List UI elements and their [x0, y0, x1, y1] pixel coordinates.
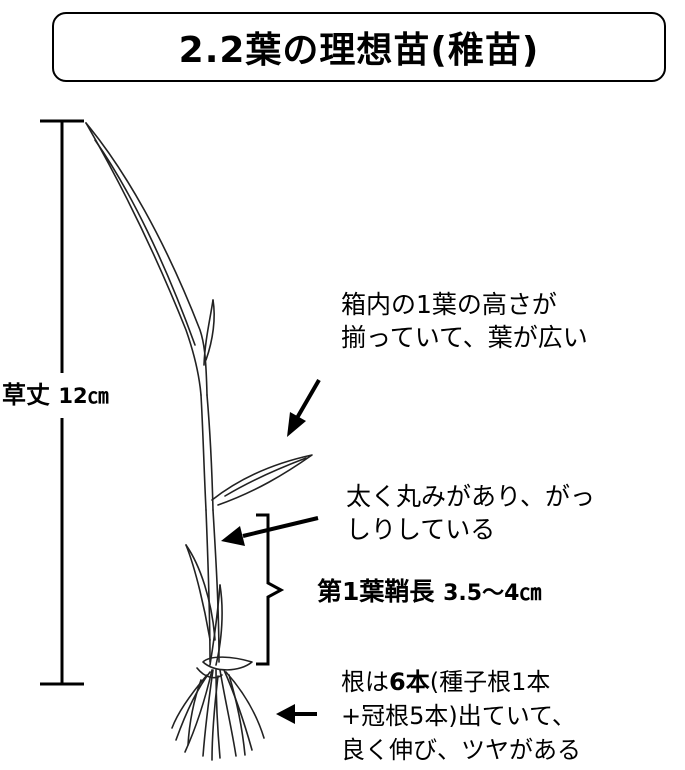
sheath-length-label: 第1葉鞘長 3.5〜4㎝	[317, 575, 541, 610]
stem-line-2: しりしている	[346, 515, 496, 544]
roots-line-3: 良く伸び、ツヤがある	[341, 736, 581, 764]
roots-count: 6本	[389, 668, 430, 696]
roots-line-1c: (種子根1本	[429, 668, 551, 696]
roots-annotation: 根は6本(種子根1本 +冠根5本)出ていて、 良く伸び、ツヤがある	[341, 665, 581, 767]
stem-line-1: 太く丸みがあり、がっ	[346, 482, 596, 511]
leaf-height-arrow	[287, 378, 321, 437]
leaf-height-annotation: 箱内の1葉の高さが 揃っていて、葉が広い	[341, 288, 588, 354]
roots-line-2: +冠根5本)出ていて、	[341, 702, 576, 730]
stem-arrow	[221, 516, 319, 546]
title-box: 2.2葉の理想苗(稚苗)	[52, 12, 666, 82]
stem-annotation: 太く丸みがあり、がっ しりしている	[346, 480, 595, 546]
root-arrow	[276, 704, 317, 724]
plant-height-value: 12㎝	[58, 384, 109, 408]
plant-height-label: 草丈 12㎝	[2, 379, 109, 413]
roots-line-1a: 根は	[341, 668, 389, 696]
page-title: 2.2葉の理想苗(稚苗)	[178, 30, 540, 71]
plant-height-prefix: 草丈	[2, 381, 50, 409]
sheath-length-value: 3.5〜4㎝	[443, 581, 542, 606]
sheath-length-name: 第1葉鞘長	[317, 577, 435, 606]
roots-line-1: 根は6本(種子根1本	[341, 665, 581, 699]
height-scale-bar	[40, 119, 84, 686]
seedling-plant	[85, 122, 313, 761]
leaf-height-line-2: 揃っていて、葉が広い	[341, 323, 588, 352]
leaf-height-line-1: 箱内の1葉の高さが	[341, 290, 557, 319]
sheath-bracket	[256, 513, 285, 666]
